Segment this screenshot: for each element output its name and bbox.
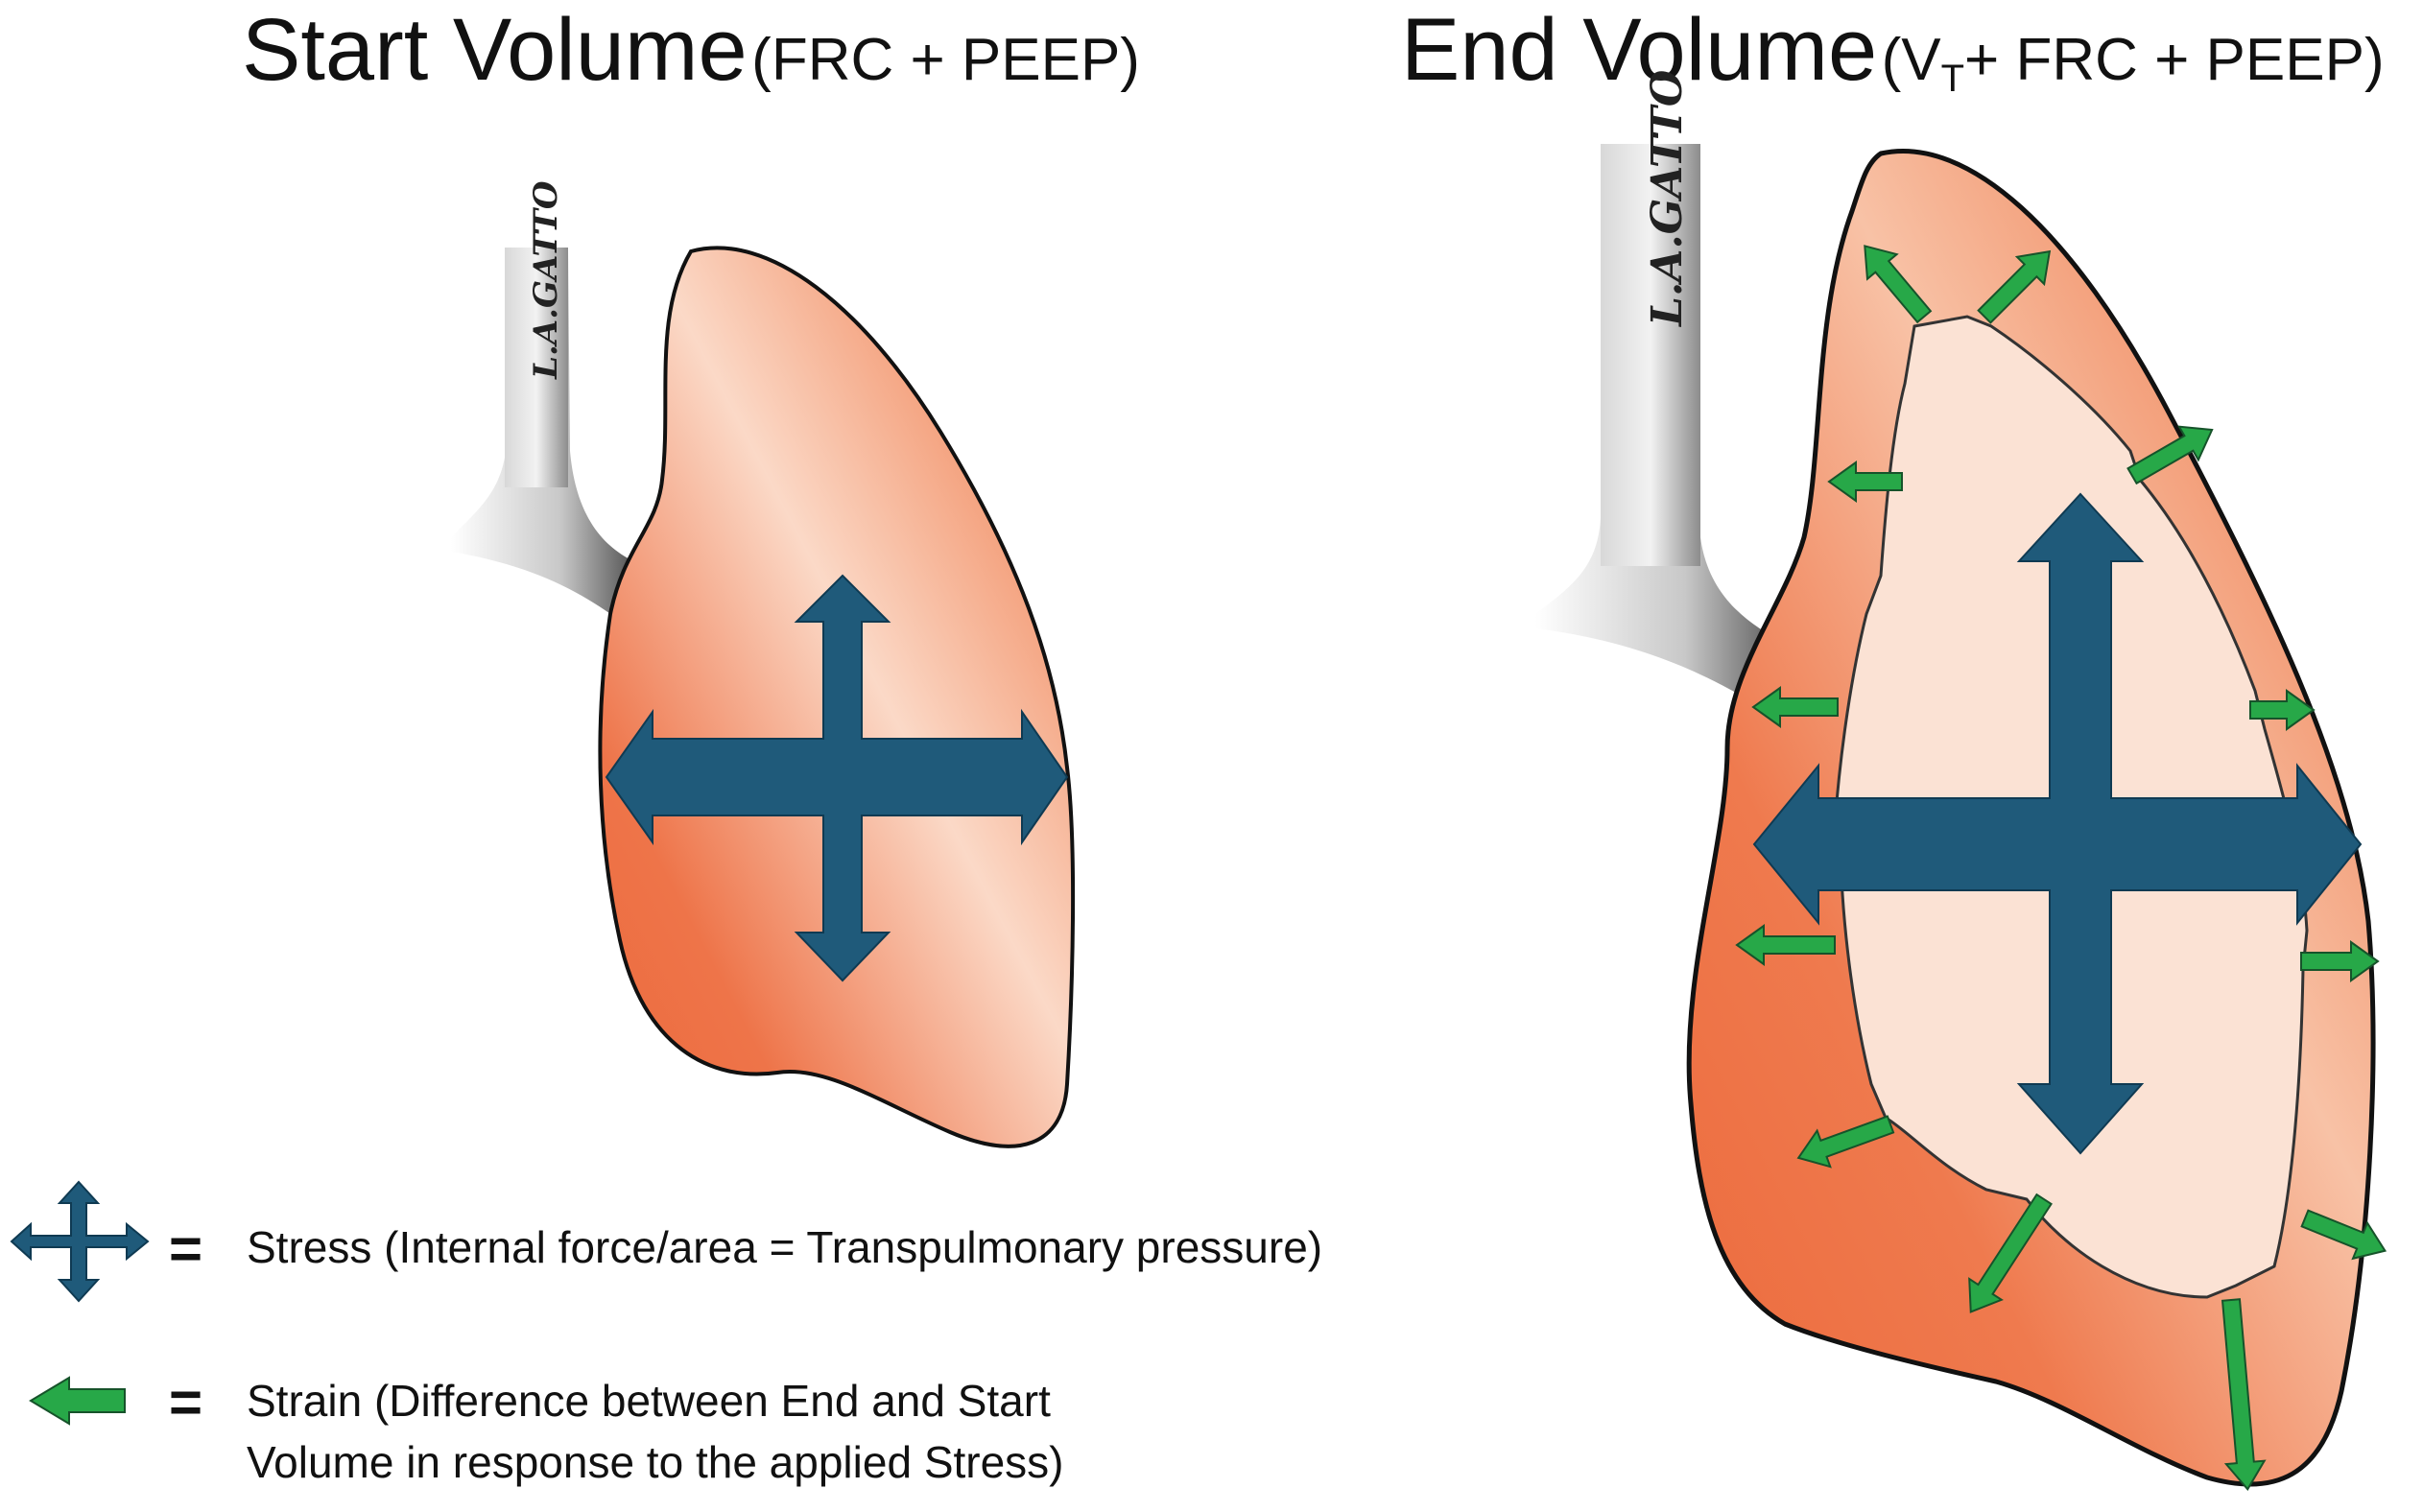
start-stress-arrow	[605, 574, 1069, 982]
end-volume-title: End Volume (VT+ FRC + PEEP)	[1401, 6, 2385, 98]
start-airway-signature: L.A.GATTO	[527, 180, 565, 380]
strain-arrow	[1968, 1193, 2053, 1313]
strain-arrow	[2249, 689, 2316, 731]
strain-arrows	[1735, 245, 2387, 1491]
legend-strain-text-line1: Strain (Difference between End and Start	[247, 1376, 1051, 1426]
strain-arrow	[1751, 686, 1839, 728]
legend-stress-equals: =	[169, 1217, 203, 1281]
end-volume-title-main: End Volume	[1401, 1, 1878, 99]
end-volume-title-subscript: T	[1940, 58, 1965, 100]
legend-strain-equals: =	[169, 1370, 203, 1434]
end-airway-signature: L.A.GATTO	[1643, 70, 1692, 328]
strain-arrow	[1864, 245, 1933, 324]
legend-strain-text-line2: Volume in response to the applied Stress…	[247, 1437, 1064, 1487]
legend-strain-icon	[29, 1376, 126, 1426]
end-airway: L.A.GATTO	[1535, 70, 1785, 710]
start-volume-title-detail: (FRC + PEEP)	[751, 27, 1140, 93]
strain-arrow	[1827, 461, 1903, 503]
start-airway: L.A.GATTO	[451, 180, 633, 624]
strain-arrow	[1796, 1115, 1895, 1169]
end-stress-arrow	[1752, 492, 2363, 1155]
legend-stress-text: Stress (Internal force/area = Transpulmo…	[247, 1222, 1323, 1272]
strain-arrow	[2126, 425, 2214, 485]
strain-arrow	[2300, 1209, 2387, 1261]
start-volume-title: Start Volume (FRC + PEEP)	[242, 6, 1140, 94]
end-volume-title-detail: (VT+ FRC + PEEP)	[1881, 27, 2385, 99]
strain-arrow	[2300, 940, 2380, 982]
end-volume-title-open: (V	[1881, 27, 1941, 93]
strain-arrow	[2221, 1298, 2267, 1491]
strain-arrow	[1735, 924, 1836, 966]
legend-stress-icon	[10, 1180, 150, 1303]
end-volume-title-rest: + FRC + PEEP)	[1964, 27, 2385, 93]
strain-arrow	[1977, 249, 2052, 324]
start-volume-title-main: Start Volume	[242, 1, 748, 99]
